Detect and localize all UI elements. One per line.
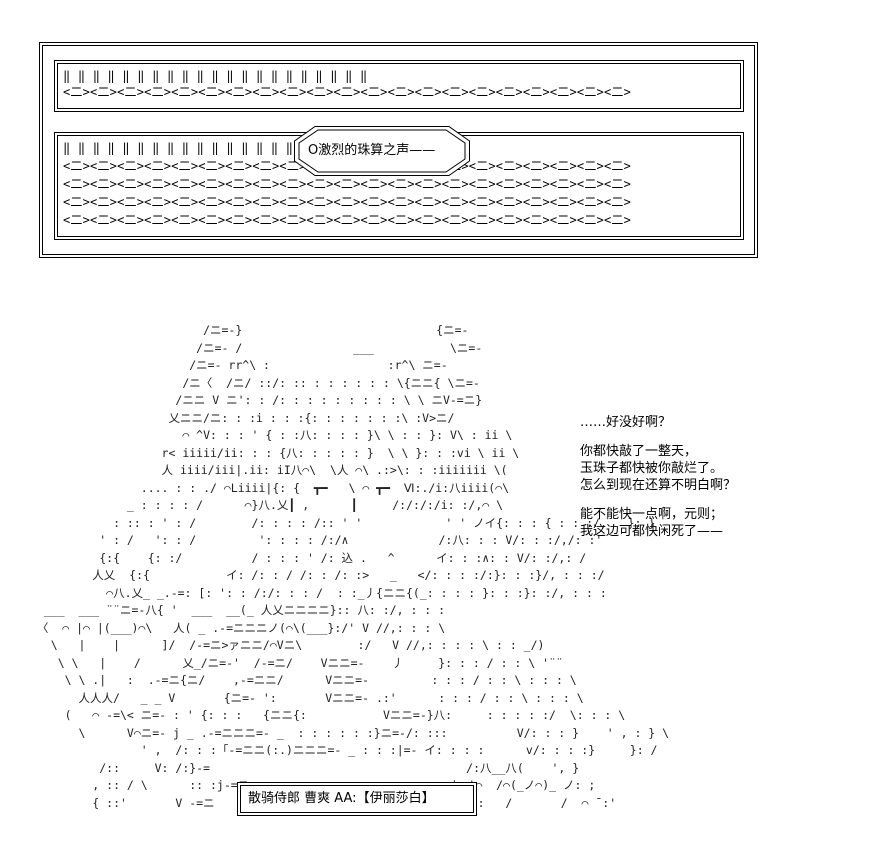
art-line: .... : : ./ ⌒Liiii|{: { ┳━ \ ⌒ ┳━ Ⅵ:./i:…: [30, 480, 510, 495]
art-line: 〈 ⌒ |⌒ |(___)⌒\ 人( _ .-=ニニニノ(⌒\(___}:/' …: [30, 620, 446, 635]
abacus-title: O激烈的珠算之声——: [308, 143, 436, 158]
art-line: 人 iiii/iii|.ii: iI八⌒\ \人 ⌒\ .:>\: : :iii…: [30, 463, 508, 477]
art-line: r< iiiii/ii: : : {八: : : : : } \ \ }: : …: [30, 445, 520, 460]
art-line: 乂ニニ/ニ: : :i : : :{: : : : : : :\ :V>ニ/: [30, 410, 455, 425]
art-line: {:{ {: :/ / : : : ' /: 込 . ^ イ: : :∧: : …: [30, 550, 587, 565]
art-line: 人乂 {:{ イ: /: : / /: : /: :> _ </: : : :/…: [30, 568, 605, 582]
art-line: ' : / ': : / ': : : : /:/∧ /:八: : : V/: …: [30, 533, 603, 547]
art-line: ' , /: : :「-=ニニ(:.)ニニニ=- _ : : :|=- イ: :…: [30, 743, 670, 757]
abacus-frame: [39, 42, 758, 258]
art-line: /ニ=- rr^\ : :r^\ ニ=-: [30, 358, 448, 372]
art-line: \ \ | / 乂_/ニ=-' /-=ニ/ Vニニ=- 丿 }: : : / :…: [30, 655, 563, 670]
art-line: 人人人/ _ _ V {ニ=- ': Vニニ=- .:' : : : / : :…: [30, 690, 584, 705]
bead-row: <二><二><二><二><二><二><二><二><二><二><二><二><二><…: [63, 213, 632, 227]
bead-row: ‖ ‖ ‖ ‖ ‖ ‖ ‖ ‖ ‖ ‖ ‖ ‖ ‖ ‖ ‖ ‖ ‖ ‖ ‖ ‖ …: [63, 141, 368, 155]
bead-row: <二><二><二><二><二><二><二><二><二><二><二><二><二><…: [63, 195, 632, 209]
abacus-upper-deck: ‖ ‖ ‖ ‖ ‖ ‖ ‖ ‖ ‖ ‖ ‖ ‖ ‖ ‖ ‖ ‖ ‖ ‖ ‖ ‖ …: [54, 60, 744, 112]
art-line: ___ ___ ¨¨ニ=-八{ ' ___ __(_ 人乂ニニニニ}:: 八: …: [30, 603, 446, 617]
art-line: /ニニ V ニ': : /: : : : : : : : : \ \ ニV-=ニ…: [30, 393, 483, 407]
art-line: /ニ〈 /ニ/ ::/: :: : : : : : : \{ニニ{ \ニ=-: [30, 375, 480, 390]
credit-box: 散骑侍郎 曹爽 AA:【伊丽莎白】: [237, 782, 477, 816]
art-line: : :: : ' : / /: : : : /:: ' ' ' ' ノイ{: :…: [30, 515, 656, 530]
ascii-art-figure: /ニ=-} {ニ=- /ニ=- / ___ \ニ=- /ニ=- rr^\ : :…: [30, 322, 670, 852]
art-line: { ::' V -=ニ | |: : / / ⌒ ̄ :': [92, 795, 617, 810]
abacus-title-plate: [294, 126, 470, 176]
bead-row: ‖ ‖ ‖ ‖ ‖ ‖ ‖ ‖ ‖ ‖ ‖ ‖ ‖ ‖ ‖ ‖ ‖ ‖ ‖ ‖ …: [63, 69, 368, 83]
art-line: \ \ .| : .-=ニ{ニ/ ,-=ニニ/ Vニニ=- : : : / : …: [30, 673, 577, 687]
dialogue-line: 你都快敲了一整天， 玉珠子都快被你敲烂了。 怎么到现在还算不明白啊？: [580, 444, 737, 493]
bead-row: <二><二><二><二><二><二><二><二><二><二><二><二><二><…: [63, 85, 632, 99]
credit-text: 散骑侍郎 曹爽 AA:【伊丽莎白】: [248, 791, 435, 806]
abacus-title-border: [294, 126, 470, 176]
art-line: _ : : : : / ⌒}八.乂┃ , ┃ /:/:/:/i: :/,⌒ \: [30, 498, 504, 512]
art-line: \ | | ]/ /-=ニ>ァニニ/⌒Vニ\ :/ V //,: : : : \…: [30, 638, 545, 652]
dialogue-line: 能不能快一点啊，元则； 我这边可都快闲死了——: [580, 507, 724, 539]
art-line: /ニ=-} {ニ=-: [30, 323, 469, 337]
art-line: /:: V: /:}-= /:八__八( ', }: [30, 760, 580, 775]
bead-row: <二><二><二><二><二><二><二><二><二><二><二><二><二><…: [63, 177, 632, 191]
art-line: ⌒ ^V: : : ' { : :八: : : : }\ \ : : }: V\…: [30, 428, 513, 442]
art-line: ⌒八.乂_ _.-=: [: ': : /:/: : : / : :_丿{ニニ{…: [30, 585, 607, 600]
art-line: /ニ=- / ___ \ニ=-: [30, 340, 483, 355]
dialogue-block: ……好没好啊？ 你都快敲了一整天， 玉珠子都快被你敲烂了。 怎么到现在还算不明白…: [580, 414, 860, 552]
art-line: ( ⌒ -=\< ニ=- : ' {: : : {ニニ{: Vニニ=-}八: :…: [30, 708, 626, 722]
dialogue-line: ……好没好啊？: [580, 415, 672, 430]
abacus-lower-deck: ‖ ‖ ‖ ‖ ‖ ‖ ‖ ‖ ‖ ‖ ‖ ‖ ‖ ‖ ‖ ‖ ‖ ‖ ‖ ‖ …: [54, 132, 744, 240]
art-line: \ V⌒ニ=- j _ .-=ニニニ=- _ : : : : : :}ニ=-/:…: [30, 725, 670, 740]
